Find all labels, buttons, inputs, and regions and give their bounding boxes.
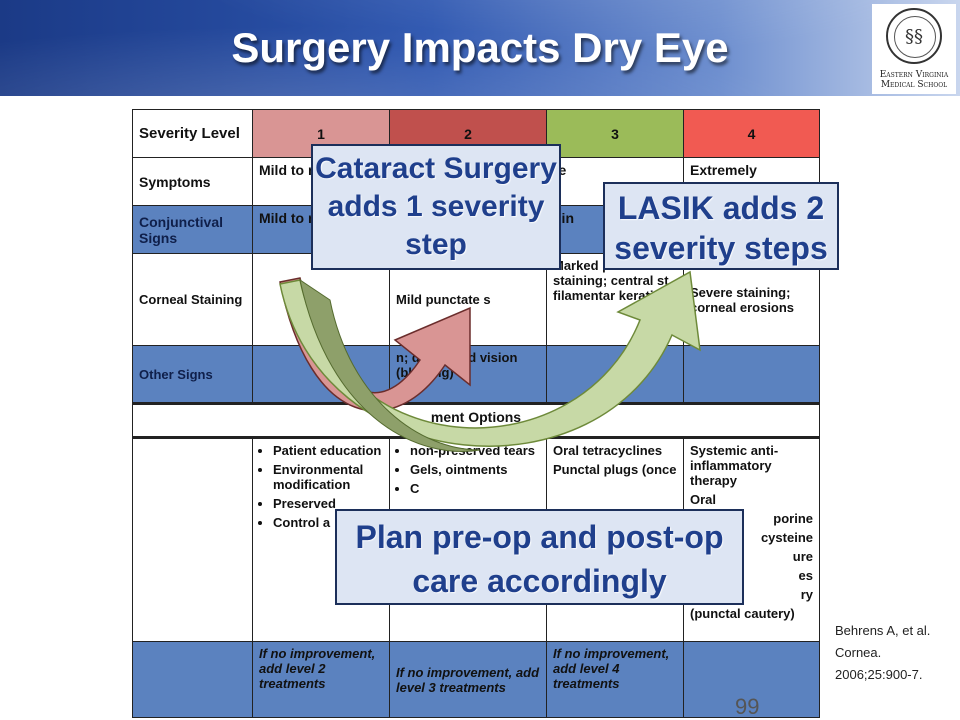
list-item: C	[410, 481, 540, 496]
severity-level-header: Severity Level	[132, 109, 253, 158]
table-row: If no improvement, add level 2 treatment…	[132, 641, 820, 718]
table-cell: n; decreased vision (blurring)	[389, 345, 547, 404]
conjunctival-signs-label: Conjunctival Signs	[132, 205, 253, 254]
list-item: cysteine	[760, 530, 813, 545]
reference-citation: Behrens A, et al. Cornea. 2006;25:900-7.	[835, 620, 955, 686]
cataract-callout: Cataract Surgery adds 1 severity step	[311, 144, 561, 270]
symptoms-label: Symptoms	[132, 157, 253, 206]
level-3-header: 3	[546, 109, 684, 158]
footer-cell	[683, 641, 820, 718]
title-banner	[0, 0, 960, 96]
list-item: Patient education	[273, 443, 383, 458]
reference-line: Cornea.	[835, 645, 882, 660]
lasik-callout: LASIK adds 2 severity steps	[603, 182, 839, 270]
table-cell	[546, 345, 684, 404]
treatment-level-4: Systemic anti-inflammatory therapy Oral …	[683, 437, 820, 642]
school-logo: §§ Eastern Virginia Medical School	[872, 4, 956, 94]
other-signs-label: Other Signs	[132, 345, 253, 404]
table-cell	[132, 641, 253, 718]
footer-cell: If no improvement, add level 4 treatment…	[546, 641, 684, 718]
table-cell	[683, 345, 820, 404]
logo-line1: Eastern Virginia	[879, 70, 949, 80]
page-number: 99	[735, 694, 760, 719]
corneal-staining-label: Corneal Staining	[132, 253, 253, 346]
plan-callout: Plan pre-op and post-op care accordingly	[335, 509, 744, 605]
list-item: Oral	[690, 492, 717, 507]
treatment-header-row: ment Options	[132, 402, 820, 439]
list-item: (punctal cautery)	[690, 606, 795, 621]
list-item: ure	[792, 549, 813, 564]
seal-icon: §§	[886, 8, 942, 64]
slide-title: Surgery Impacts Dry Eye	[231, 24, 729, 71]
list-item: Systemic anti-inflammatory therapy	[690, 443, 779, 488]
list-item: Environmental modification	[273, 462, 383, 492]
logo-line2: Medical School	[880, 80, 948, 90]
reference-line: 2006;25:900-7.	[835, 667, 923, 682]
list-item: ry	[800, 587, 813, 602]
list-item: es	[798, 568, 813, 583]
footer-cell: If no improvement, add level 2 treatment…	[252, 641, 390, 718]
list-item: porine	[773, 511, 813, 526]
banner-swirl	[0, 0, 960, 96]
list-item: Punctal plugs (once	[553, 462, 677, 477]
table-row: Other Signs n; decreased vision (blurrin…	[132, 345, 820, 404]
table-cell	[252, 345, 390, 404]
level-4-header: 4	[683, 109, 820, 158]
table-cell	[132, 437, 253, 642]
list-item: Oral tetracyclines	[553, 443, 663, 458]
reference-line: Behrens A, et al.	[835, 623, 931, 638]
list-item: Preserved	[273, 496, 383, 511]
list-item: Control a	[273, 515, 383, 530]
logo-text: Eastern Virginia Medical School	[872, 70, 956, 90]
list-item: Gels, ointments	[410, 462, 540, 477]
footer-cell: If no improvement, add level 3 treatment…	[389, 641, 547, 718]
list-item: non-preserved tears	[410, 443, 540, 458]
treatment-options-header: ment Options	[132, 402, 820, 439]
